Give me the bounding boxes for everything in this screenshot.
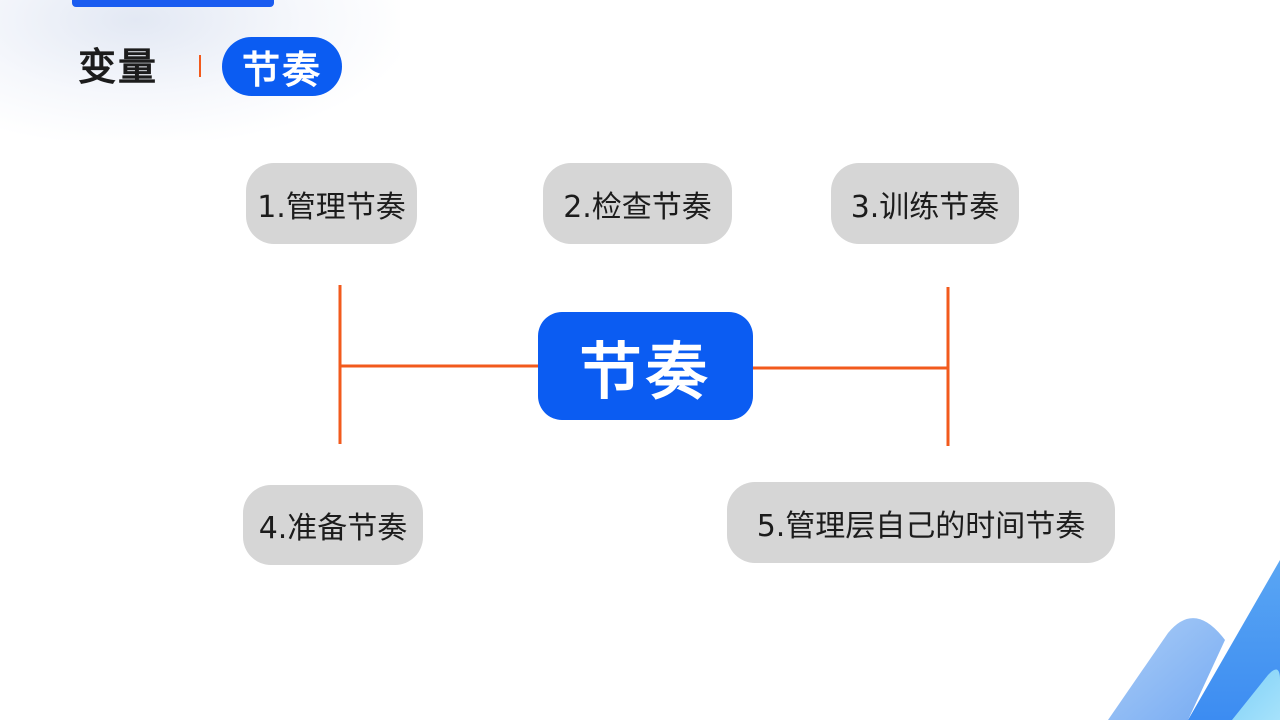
deco-shape-blue — [1188, 560, 1280, 720]
deco-shape-cyan — [1232, 669, 1280, 720]
node-check-rhythm: 2.检查节奏 — [543, 163, 732, 244]
header-variable-label: 变量 — [78, 45, 159, 89]
deco-shape-light — [1108, 618, 1225, 720]
node-prepare-rhythm: 4.准备节奏 — [243, 485, 423, 565]
node-management-time-rhythm: 5.管理层自己的时间节奏 — [727, 482, 1115, 563]
node-training-rhythm: 3.训练节奏 — [831, 163, 1019, 244]
header-divider — [199, 55, 201, 77]
header-topic-pill: 节奏 — [222, 37, 342, 96]
node-manage-rhythm: 1.管理节奏 — [246, 163, 417, 244]
center-node: 节奏 — [538, 312, 753, 420]
top-accent-bar — [72, 0, 274, 7]
